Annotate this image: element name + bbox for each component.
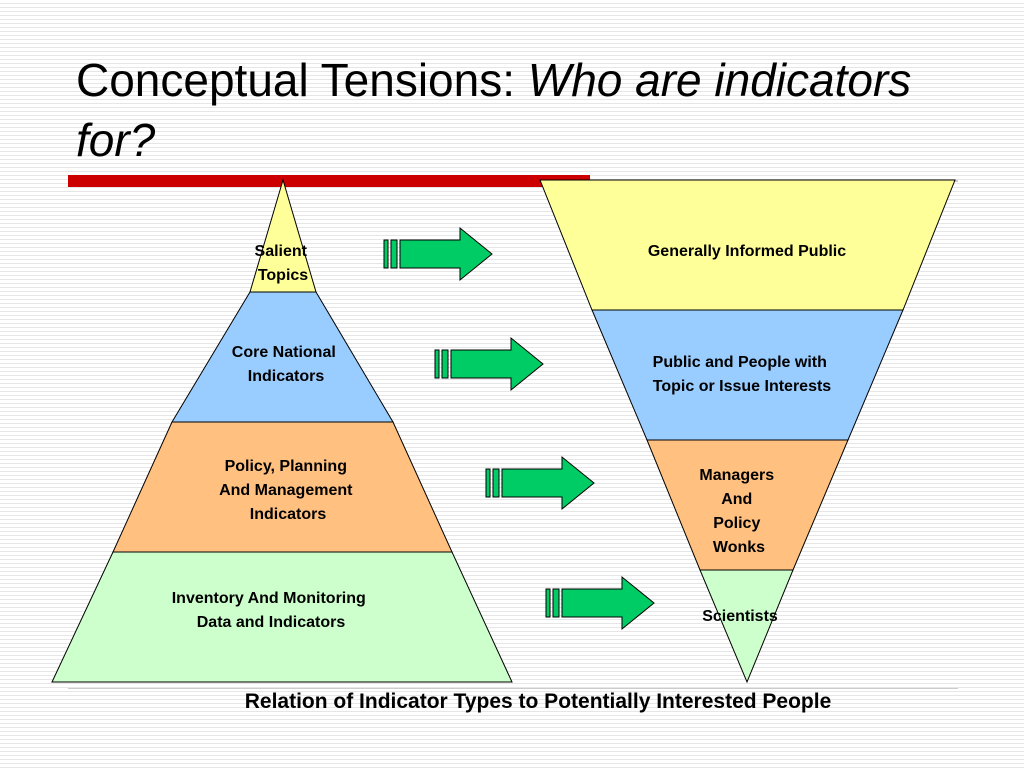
arrow-body: [501, 455, 595, 511]
label-line: Topic or Issue Interests: [653, 378, 832, 395]
title-italic-text: Who are indicators for?: [76, 54, 912, 166]
label-line: Scientists: [702, 608, 778, 625]
arrow-right-4: [545, 575, 655, 631]
label-line: And: [721, 491, 752, 508]
label-line: Policy: [713, 515, 760, 532]
diagram-caption: Relation of Indicator Types to Potential…: [244, 690, 832, 713]
inverted-level-scientists: [699, 569, 794, 684]
arrow-body: [561, 575, 655, 631]
title-text: Conceptual Tensions:: [76, 54, 528, 106]
pyramid-label-core-national: Core National Indicators: [232, 344, 340, 385]
label-line: And Management: [219, 482, 353, 499]
arrow-stripe: [552, 588, 560, 618]
inverted-label-generally-informed-public: Generally Informed Public: [648, 243, 846, 260]
arrow-right-3: [485, 455, 595, 511]
label-line: Inventory And Monitoring: [172, 590, 366, 607]
pyramid-label-salient-topics: Salient Topics: [255, 243, 312, 284]
pyramid-label-inventory-monitoring: Inventory And Monitoring Data and Indica…: [172, 590, 371, 631]
pyramid-level-inventory-monitoring: [51, 551, 513, 683]
arrow-stripe: [383, 239, 389, 269]
inverted-label-scientists: Scientists: [702, 608, 778, 625]
label-line: Indicators: [248, 368, 325, 385]
label-line: Generally Informed Public: [648, 243, 846, 260]
inverted-pyramid: Generally Informed Public Public and Peo…: [539, 179, 956, 684]
arrow-stripe: [492, 468, 500, 498]
arrow-stripe: [434, 349, 440, 379]
arrow-stripe: [390, 239, 398, 269]
arrow-body: [399, 226, 493, 282]
title-underline-red: [68, 175, 590, 187]
label-line: Salient: [255, 243, 308, 260]
pyramid: Salient Topics Core National Indicators …: [51, 178, 513, 683]
label-line: Policy, Planning: [225, 458, 347, 475]
arrow-stripe: [441, 349, 449, 379]
inverted-label-managers-policy-wonks: Managers And Policy Wonks: [699, 467, 778, 556]
label-line: Indicators: [250, 506, 327, 523]
inverted-level-public-topic-interests: [591, 309, 904, 441]
label-line: Topics: [258, 267, 308, 284]
arrow-right-1: [383, 226, 493, 282]
label-line: Data and Indicators: [197, 614, 346, 631]
slide-title: Conceptual Tensions: Who are indicators …: [76, 50, 956, 170]
arrow-right-2: [434, 336, 544, 392]
arrow-stripe: [485, 468, 491, 498]
arrow-stripe: [545, 588, 551, 618]
label-line: Managers: [699, 467, 774, 484]
label-line: Core National: [232, 344, 336, 361]
inverted-label-public-topic-interests: Public and People with Topic or Issue In…: [653, 354, 832, 395]
bottom-divider: [68, 688, 958, 689]
arrows: [383, 226, 655, 631]
label-line: Wonks: [713, 539, 765, 556]
arrow-body: [450, 336, 544, 392]
label-line: Public and People with: [653, 354, 827, 371]
pyramid-label-policy-planning: Policy, Planning And Management Indicato…: [219, 458, 357, 523]
